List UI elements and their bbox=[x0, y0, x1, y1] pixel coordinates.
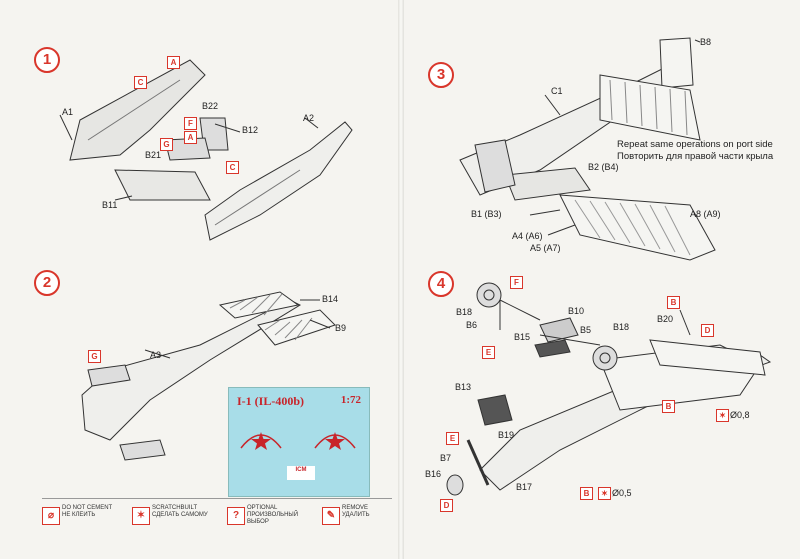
part-label-a5-a7: A5 (A7) bbox=[530, 243, 561, 253]
cement-tag-d: D bbox=[440, 499, 453, 512]
legend-ru: УДАЛИТЬ bbox=[342, 512, 370, 518]
legend-ru: СДЕЛАТЬ САМОМУ bbox=[152, 512, 208, 518]
cement-tag-e: E bbox=[482, 346, 495, 359]
decal-emblem-left bbox=[237, 422, 285, 456]
legend-ru: ПРОИЗВОЛЬНЫЙ ВЫБОР bbox=[247, 512, 299, 525]
legend-ru: НЕ КЛЕИТЬ bbox=[62, 512, 96, 518]
part-label-b19: B19 bbox=[498, 430, 515, 440]
decal-title: I-1 (IL-400b) bbox=[237, 394, 305, 408]
part-label-a1: A1 bbox=[62, 107, 74, 117]
part-label-b18-right: B18 bbox=[613, 322, 630, 332]
part-label-b10: B10 bbox=[568, 306, 585, 316]
radiator-b15 bbox=[534, 339, 571, 358]
part-label-a3: A3 bbox=[150, 350, 162, 360]
tail-step4 bbox=[649, 339, 766, 376]
cement-tag-c: C bbox=[134, 76, 147, 89]
part-label-b16: B16 bbox=[425, 469, 442, 479]
part-label-b13: B13 bbox=[455, 382, 472, 392]
fuselage-half-a2 bbox=[204, 121, 353, 241]
decal-emblem-right bbox=[311, 422, 359, 456]
part-label-b9: B9 bbox=[335, 323, 347, 333]
propeller-b7 bbox=[466, 439, 490, 486]
wing-root-b2 bbox=[504, 167, 591, 201]
legend-en: DO NOT CEMENT bbox=[62, 505, 113, 511]
tailplane-b8 bbox=[659, 37, 694, 89]
part-label-a2: A2 bbox=[303, 113, 315, 123]
floor-b11 bbox=[114, 169, 211, 201]
cement-tag-b-right: B bbox=[662, 400, 675, 413]
part-label-b22: B22 bbox=[202, 101, 219, 111]
part-label-a4-a6: A4 (A6) bbox=[512, 231, 543, 241]
legend-en: OPTIONAL bbox=[247, 505, 278, 511]
part-label-b5: B5 bbox=[580, 325, 592, 335]
part-label-b20: B20 bbox=[657, 314, 674, 324]
cement-tag-g: G bbox=[160, 138, 173, 151]
part-label-b12: B12 bbox=[242, 125, 259, 135]
part-label-b8: B8 bbox=[700, 37, 712, 47]
step-4-badge: 4 bbox=[428, 271, 454, 297]
fuselage-half-a1 bbox=[69, 59, 206, 161]
page-fold bbox=[398, 0, 404, 559]
cement-tag-a-mid: A bbox=[184, 131, 197, 144]
repeat-note: Repeat same operations on port side Повт… bbox=[617, 139, 773, 163]
part-label-b14: B14 bbox=[322, 294, 339, 304]
part-label-b7: B7 bbox=[440, 453, 452, 463]
drill-icon-05: ✶ bbox=[598, 487, 611, 500]
legend-en: SCRATCHBUILT bbox=[152, 505, 198, 511]
part-label-c1: C1 bbox=[551, 86, 563, 96]
part-label-b18-left: B18 bbox=[456, 307, 473, 317]
repeat-note-en: Repeat same operations on port side bbox=[617, 139, 773, 150]
optional-icon: ? bbox=[227, 507, 245, 525]
wheel-right bbox=[592, 345, 618, 371]
step-2-badge: 2 bbox=[34, 270, 60, 296]
part-label-b15: B15 bbox=[514, 332, 531, 342]
spinner-b16 bbox=[446, 474, 464, 496]
cement-tag-f-step4: F bbox=[510, 276, 523, 289]
legend-en: REMOVE bbox=[342, 505, 369, 511]
cement-tag-a: A bbox=[167, 56, 180, 69]
icm-logo: ICM bbox=[287, 466, 315, 480]
decal-sheet: I-1 (IL-400b) 1:72 ICM bbox=[228, 387, 370, 497]
no-cement-icon: ⌀ bbox=[42, 507, 60, 525]
wing-a8 bbox=[559, 194, 716, 261]
cement-tag-b-top: B bbox=[667, 296, 680, 309]
part-label-b21: B21 bbox=[145, 150, 162, 160]
step-3-badge: 3 bbox=[428, 62, 454, 88]
remove-icon: ✎ bbox=[322, 507, 340, 525]
cement-tag-c-mid: C bbox=[226, 161, 239, 174]
step-1-badge: 1 bbox=[34, 47, 60, 73]
seat-a3 bbox=[87, 364, 131, 387]
exhaust-part bbox=[119, 439, 166, 461]
part-label-a8-a9: A8 (A9) bbox=[690, 209, 721, 219]
drill-icon-08: ✶ bbox=[716, 409, 729, 422]
fin-b14 bbox=[218, 291, 300, 319]
cement-tag-d-right: D bbox=[701, 324, 714, 337]
part-label-b6: B6 bbox=[466, 320, 478, 330]
wheel-left bbox=[476, 282, 502, 308]
cement-tag-f: F bbox=[184, 117, 197, 130]
drill-diameter-05: Ø0,5 bbox=[612, 488, 632, 498]
cement-tag-b-bottom: B bbox=[580, 487, 593, 500]
part-label-b17: B17 bbox=[516, 482, 533, 492]
cement-tag-e-mid: E bbox=[446, 432, 459, 445]
scratchbuilt-icon: ✶ bbox=[132, 507, 150, 525]
fuselage-assembled bbox=[81, 299, 302, 441]
part-label-b1-b3: B1 (B3) bbox=[471, 209, 502, 219]
decal-scale: 1:72 bbox=[340, 394, 361, 406]
drill-diameter-08: Ø0,8 bbox=[730, 410, 750, 420]
cement-tag-g-step2: G bbox=[88, 350, 101, 363]
part-label-b11: B11 bbox=[102, 200, 118, 210]
repeat-note-ru: Повторить для правой части крыла bbox=[617, 151, 774, 162]
radiator-b13 bbox=[477, 394, 513, 426]
tail-b9 bbox=[257, 309, 336, 346]
part-label-b2-b4: B2 (B4) bbox=[588, 162, 619, 172]
engine-cowl bbox=[474, 139, 516, 193]
